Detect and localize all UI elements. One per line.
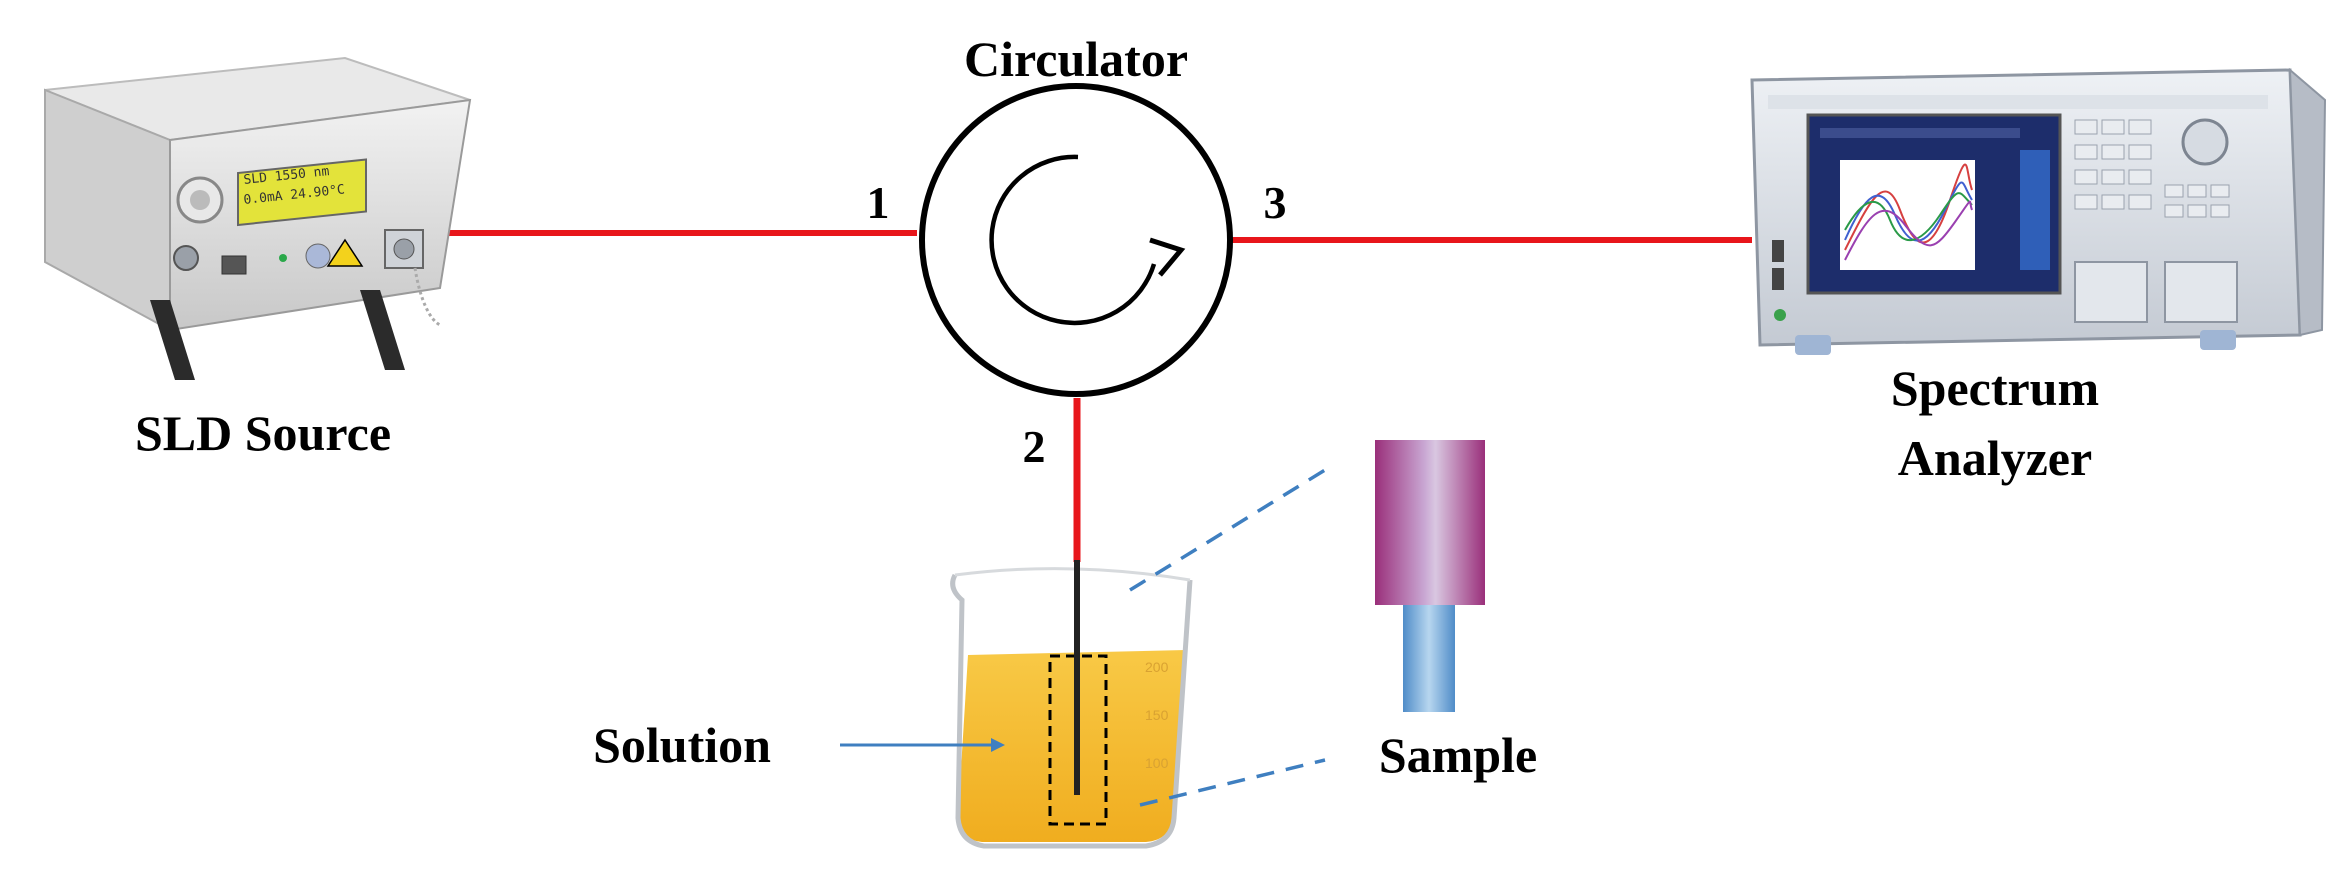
- circulator-label: Circulator: [964, 31, 1188, 87]
- circulator-direction-icon: [989, 154, 1157, 326]
- analyzer-knob: [2181, 118, 2229, 166]
- sld-source-label: SLD Source: [135, 405, 391, 461]
- beaker-mark-100: 100: [1145, 755, 1169, 771]
- sample-probe-fiber: [1403, 605, 1455, 712]
- zoom-line-bottom: [1139, 758, 1326, 807]
- zoom-line-top: [1129, 468, 1326, 592]
- circulator-body: [919, 83, 1233, 397]
- sld-source-device: SLD 1550 nm 0.0mA 24.90°C: [44, 56, 472, 380]
- spectrum-analyzer-label-line2: Analyzer: [1898, 430, 2092, 486]
- circulator-arrowhead-icon: [1149, 237, 1186, 277]
- circulator: Circulator: [919, 31, 1233, 397]
- solution-label: Solution: [593, 717, 771, 773]
- beaker-mark-200: 200: [1145, 659, 1169, 675]
- beaker-mark-150: 150: [1145, 707, 1169, 723]
- sample-label: Sample: [1379, 727, 1537, 783]
- port-2-label: 2: [1023, 421, 1046, 472]
- spectrum-analyzer-label-line1: Spectrum: [1891, 360, 2099, 416]
- sample-probe-illustration: [1375, 440, 1485, 712]
- beaker-liquid: [958, 650, 1186, 842]
- beaker-glass: [950, 573, 1193, 849]
- beaker: 200 150 100: [950, 560, 1193, 849]
- spectrum-analyzer-device: [1750, 67, 2327, 355]
- port-3-label: 3: [1264, 177, 1287, 228]
- sld-display: [237, 158, 367, 227]
- port-1-label: 1: [867, 177, 890, 228]
- sample-probe-ferrule: [1375, 440, 1485, 605]
